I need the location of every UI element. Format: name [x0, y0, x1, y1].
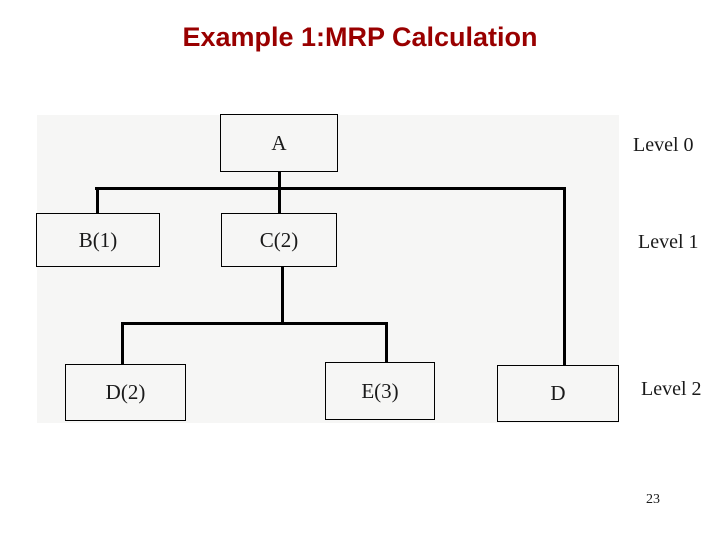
connector-bus-level1 [95, 187, 566, 190]
level-label-1: Level 1 [638, 231, 699, 253]
connector-drop-to-d-right [563, 187, 566, 365]
slide-title: Example 1:MRP Calculation [182, 22, 538, 52]
connector-drop-to-b [96, 187, 99, 213]
level-label-2: Level 2 [641, 378, 702, 400]
diagram-node-a: A [220, 114, 338, 172]
diagram-panel [37, 115, 619, 423]
level-label-0: Level 0 [633, 134, 694, 156]
connector-c-drop-to-bus2 [281, 267, 284, 325]
diagram-node-b: B(1) [36, 213, 160, 267]
diagram-node-e: E(3) [325, 362, 435, 420]
connector-bus-level2 [121, 322, 388, 325]
diagram-node-d2: D(2) [65, 364, 186, 421]
diagram-node-c: C(2) [221, 213, 337, 267]
connector-drop-to-e [385, 322, 388, 362]
connector-a-drop-to-c [278, 172, 281, 213]
connector-drop-to-d2 [121, 322, 124, 364]
page-number: 23 [646, 492, 660, 507]
diagram-node-d: D [497, 365, 619, 422]
